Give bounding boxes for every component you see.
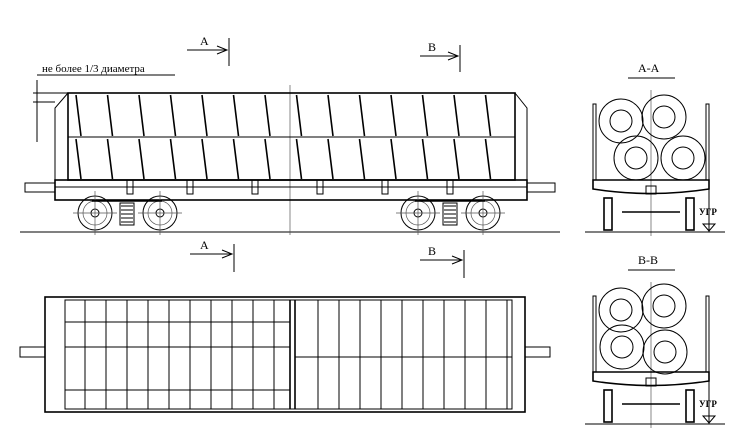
coil-line — [390, 138, 397, 180]
stake-pocket — [316, 179, 324, 195]
coil — [641, 283, 687, 329]
coil-line — [138, 94, 145, 137]
coil-line — [295, 94, 303, 137]
section-title: А-А — [638, 61, 660, 75]
coil-line — [264, 94, 271, 137]
coil — [598, 98, 644, 144]
car-outline-plan — [44, 296, 526, 413]
coil — [642, 329, 688, 375]
coupler — [24, 182, 56, 193]
coil-line — [169, 94, 177, 137]
arrow-head — [451, 255, 464, 265]
coil-line — [106, 138, 114, 180]
stake — [592, 103, 597, 181]
coupler-plan — [524, 346, 551, 358]
arrow-head — [216, 45, 229, 55]
level-mark-icon — [701, 223, 717, 232]
coil-line — [75, 138, 82, 180]
plan-section-a-label: А — [200, 238, 209, 252]
arrow-head — [221, 249, 234, 259]
coil-line — [453, 138, 460, 180]
coil-line — [358, 94, 366, 137]
coil-line — [358, 138, 366, 180]
coil-line — [75, 94, 82, 137]
stake-pocket — [446, 179, 454, 195]
dimension-note: не более 1/3 диаметра — [42, 63, 145, 75]
ugr-label: УГР — [699, 399, 717, 409]
coil-line — [232, 138, 240, 180]
coil-line — [201, 94, 208, 137]
stake — [592, 295, 597, 373]
coil-bore — [609, 109, 633, 133]
wheel-section — [685, 197, 695, 231]
level-mark-icon — [701, 415, 717, 424]
coil-bore — [609, 298, 633, 322]
section-a-a: А-А УГР — [585, 61, 725, 236]
coil-line — [484, 138, 492, 180]
coil-bore — [624, 146, 648, 170]
wheel-section — [603, 389, 613, 423]
coil-bore — [610, 335, 634, 359]
stake-pocket — [381, 179, 389, 195]
coil-line — [327, 94, 334, 137]
side-view: не более 1/3 диаметра А В — [20, 34, 560, 235]
stake-pocket — [251, 179, 259, 195]
wheel-section — [603, 197, 613, 231]
coil-line — [201, 138, 208, 180]
plan-section-b-label: В — [428, 244, 436, 258]
coil-line — [421, 138, 429, 180]
spring-set — [442, 202, 458, 226]
stake-pocket — [126, 179, 134, 195]
coil — [598, 287, 644, 333]
coil-bore — [653, 340, 677, 364]
plan-view: А В — [19, 238, 551, 413]
coil-line — [327, 138, 334, 180]
coil-line — [390, 94, 397, 137]
coupler-end — [645, 377, 657, 387]
section-a-mark-label: А — [200, 34, 209, 48]
car-frame — [54, 179, 528, 201]
coil-line — [484, 94, 492, 137]
end-wall-right — [514, 92, 528, 180]
coil-bore — [652, 294, 676, 318]
section-b-mark-label: В — [428, 40, 436, 54]
coil-line — [232, 94, 240, 137]
coil — [660, 135, 706, 181]
coupler-plan — [19, 346, 46, 358]
coil-line — [138, 138, 145, 180]
stake — [705, 103, 710, 181]
coupler — [526, 182, 556, 193]
stake-pocket — [186, 179, 194, 195]
coil-bore — [652, 105, 676, 129]
spring-set — [119, 202, 135, 226]
end-wall-left — [54, 92, 69, 180]
coil-line — [295, 138, 303, 180]
coil-line — [106, 94, 114, 137]
wheel-section — [685, 389, 695, 423]
coil-bore — [671, 146, 695, 170]
arrow-head — [447, 51, 460, 61]
stake — [705, 295, 710, 373]
ugr-label: УГР — [699, 207, 717, 217]
coil-line — [453, 94, 460, 137]
coil — [641, 94, 687, 140]
coil-line — [169, 138, 177, 180]
section-b-b: В-В УГР — [585, 253, 725, 428]
coil-line — [421, 94, 429, 137]
coupler-end — [645, 185, 657, 195]
coil-line — [264, 138, 271, 180]
section-title: В-В — [638, 253, 658, 267]
load-outline-plan — [64, 299, 513, 410]
coil — [613, 135, 659, 181]
